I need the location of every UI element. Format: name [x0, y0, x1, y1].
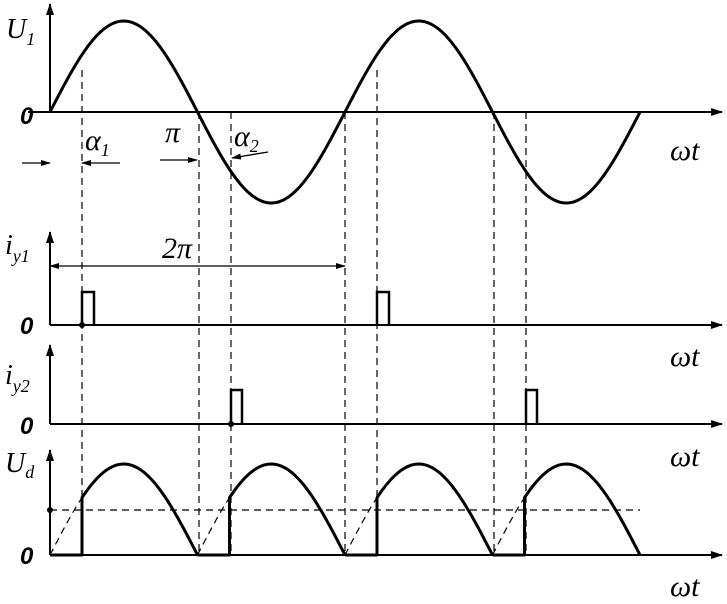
- iy2-omega-t-label: ωt: [670, 440, 700, 473]
- u1-omega-t-label: ωt: [670, 134, 700, 167]
- svg-text:iy1: iy1: [5, 230, 30, 266]
- ud-zero-label: 0: [20, 543, 34, 570]
- alpha2-label: α: [234, 120, 251, 153]
- iy2-pulse-1: [229, 388, 244, 424]
- iy1-pulse-1: [80, 290, 96, 325]
- iy2-pulse-2: [524, 388, 539, 424]
- svg-text:iy2: iy2: [5, 360, 30, 396]
- u1-label-sub: 1: [26, 29, 35, 49]
- vertical-guides: [81, 70, 527, 555]
- svg-text:U1: U1: [6, 14, 35, 49]
- u1-label: U: [6, 14, 28, 45]
- iy1-label: i: [5, 230, 13, 261]
- panel-iy1: iy1 0 ωt: [5, 230, 723, 373]
- ud-label: U: [5, 448, 27, 479]
- svg-text:Ud: Ud: [5, 448, 35, 482]
- iy1-omega-t-label: ωt: [670, 340, 700, 373]
- alpha2-label-sub: 2: [250, 136, 259, 156]
- alpha1-label-sub: 1: [101, 140, 110, 160]
- iy1-pulse-2: [375, 290, 391, 325]
- iy1-zero-label: 0: [20, 313, 34, 340]
- panel-ud: Ud 0 ωt: [5, 448, 723, 603]
- two-pi-dimension: 2π: [49, 232, 346, 269]
- iy2-label: i: [5, 360, 13, 391]
- ud-label-sub: d: [25, 462, 35, 482]
- iy1-label-sub: y1: [11, 246, 30, 266]
- alpha2-dim-right: [231, 151, 269, 160]
- pi-label: π: [165, 116, 181, 149]
- ud-omega-t-label: ωt: [670, 570, 700, 603]
- svg-text:α1: α1: [85, 124, 110, 160]
- iy2-zero-label: 0: [20, 413, 34, 440]
- two-pi-label: 2π: [162, 232, 193, 265]
- u1-zero-label: 0: [20, 103, 34, 130]
- ud-rectified-envelope: [49, 497, 525, 556]
- alpha1-label: α: [85, 124, 102, 157]
- svg-text:α2: α2: [234, 120, 259, 156]
- panel-u1: U1 0 ωt α1 π α2: [6, 3, 723, 205]
- ud-output-wave: [50, 462, 642, 557]
- ud-average-dot: [47, 507, 53, 513]
- panel-iy2: iy2 0 ωt: [5, 344, 723, 473]
- iy2-label-sub: y2: [11, 376, 30, 396]
